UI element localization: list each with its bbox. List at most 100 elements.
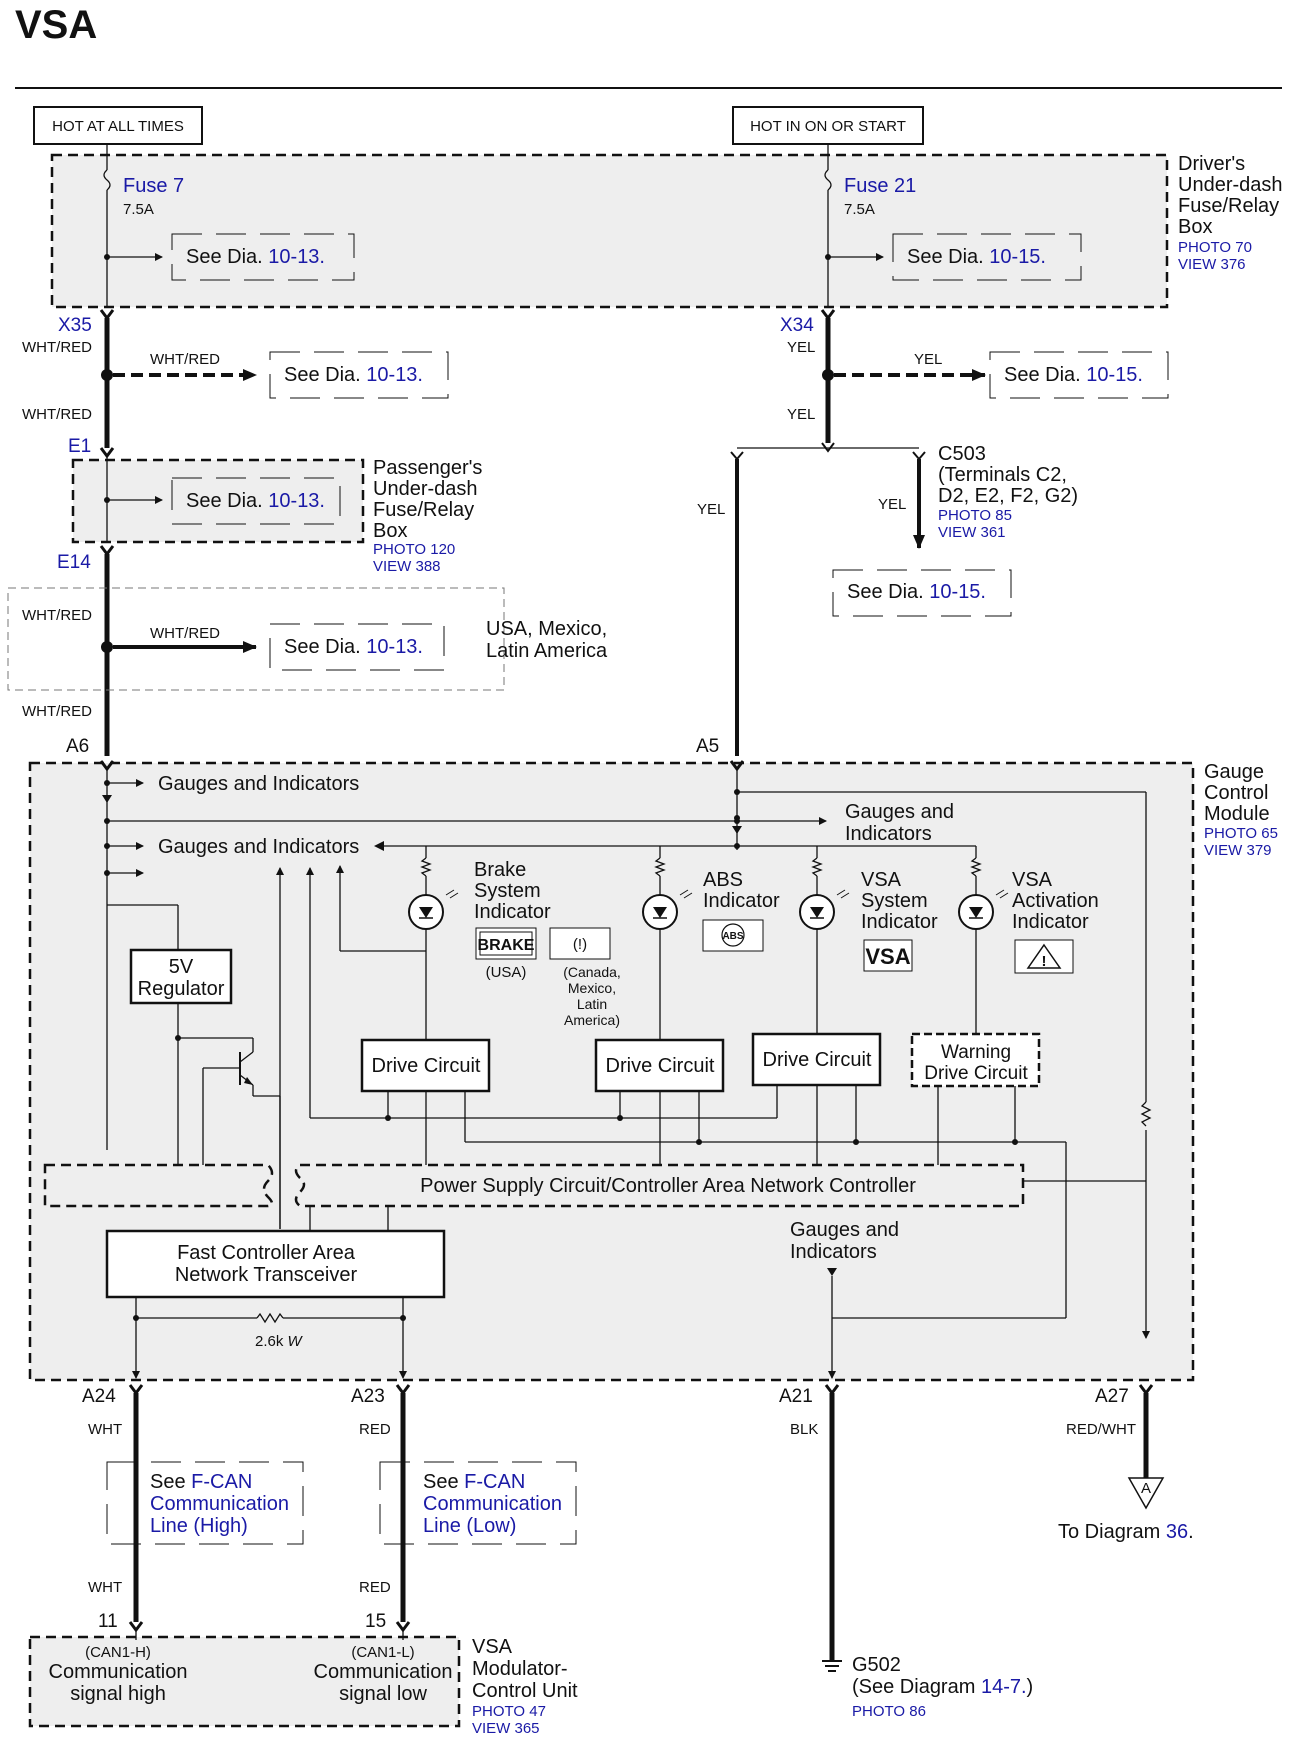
gcm-photo: PHOTO 65 bbox=[1204, 825, 1278, 842]
to-diagram: To Diagram 36. bbox=[1058, 1521, 1194, 1543]
wire-color-label: RED bbox=[359, 1579, 391, 1596]
see-dia-text: See Dia. 10-15. bbox=[1004, 364, 1143, 386]
wire-color-label: WHT/RED bbox=[22, 339, 92, 356]
gcm-line3: Module bbox=[1204, 803, 1270, 825]
see-dia-box bbox=[269, 623, 445, 671]
vsa-system-indicator-lamp bbox=[799, 846, 850, 1040]
c503-view: VIEW 361 bbox=[938, 524, 1006, 541]
gauges-label: Gauges and Indicators bbox=[158, 836, 359, 858]
region-note-line1: USA, Mexico, bbox=[486, 618, 607, 640]
wire-color-label: YEL bbox=[878, 496, 906, 513]
driver-box-view: VIEW 376 bbox=[1178, 256, 1246, 273]
vsa-can-h: (CAN1-H) bbox=[85, 1644, 151, 1661]
passenger-fuse-box bbox=[71, 458, 365, 544]
gcm-view: VIEW 379 bbox=[1204, 842, 1272, 859]
see-dia-text: See Dia. 10-13. bbox=[186, 246, 325, 268]
wire-color-label: WHT bbox=[88, 1421, 122, 1438]
fcan-low-line3: Line (Low) bbox=[423, 1515, 516, 1537]
can-transceiver bbox=[105, 1229, 446, 1299]
hot-in-on-box bbox=[732, 106, 924, 145]
driver-box-line1: Driver's bbox=[1178, 153, 1245, 175]
vsa-activation-label-line3: Indicator bbox=[1012, 911, 1089, 933]
gauges-split-line1: Gauges and bbox=[845, 801, 954, 823]
brake-alt-line2: Mexico, bbox=[568, 980, 616, 996]
vsa-system-label-line1: VSA bbox=[861, 869, 902, 891]
fuse-7-symbol bbox=[103, 169, 111, 191]
vsa-system-label-line2: System bbox=[861, 890, 928, 912]
conn-a24: A24 bbox=[82, 1386, 116, 1407]
fuse-7-rating: 7.5A bbox=[123, 201, 154, 218]
wire-color-label: YEL bbox=[787, 339, 815, 356]
5v-regulator bbox=[129, 948, 233, 1005]
vsa-can-l: (CAN1-L) bbox=[351, 1644, 414, 1661]
fcan-high-line3: Line (High) bbox=[150, 1515, 248, 1537]
c503-photo: PHOTO 85 bbox=[938, 507, 1012, 524]
power-supply-circuit-left bbox=[43, 1163, 274, 1208]
drive-circuit-label: Drive Circuit bbox=[606, 1055, 715, 1077]
c503-line1: C503 bbox=[938, 443, 986, 465]
brake-label-line3: Indicator bbox=[474, 901, 551, 923]
brake-symbol: BRAKE bbox=[478, 937, 535, 954]
fcan-low-line2: Communication bbox=[423, 1493, 562, 1515]
conn-x35: X35 bbox=[58, 315, 92, 336]
pin-15: 15 bbox=[365, 1611, 386, 1632]
regulator-line1: 5V bbox=[169, 956, 194, 978]
warning-symbol: ! bbox=[1042, 953, 1047, 970]
brake-alt-line3: Latin bbox=[577, 996, 607, 1012]
drive-circuit-label: Drive Circuit bbox=[372, 1055, 481, 1077]
see-dia-box bbox=[832, 569, 1012, 617]
abs-label-line1: ABS bbox=[703, 869, 743, 891]
see-dia-box bbox=[892, 233, 1082, 281]
vsa-activation-indicator-lamp bbox=[958, 846, 1009, 1034]
see-dia-box bbox=[989, 351, 1169, 399]
passenger-box-view: VIEW 388 bbox=[373, 558, 441, 575]
conn-e14: E14 bbox=[57, 552, 91, 573]
power-supply-circuit bbox=[294, 1163, 1025, 1208]
warning-drive-line1: Warning bbox=[941, 1042, 1011, 1063]
c503-line2: (Terminals C2, bbox=[938, 464, 1067, 486]
wire-color-label: RED bbox=[359, 1421, 391, 1438]
fuse-21-label: Fuse 21 bbox=[844, 175, 916, 197]
conn-a23: A23 bbox=[351, 1386, 385, 1407]
see-dia-box bbox=[171, 233, 355, 281]
fuse-7-label: Fuse 7 bbox=[123, 175, 184, 197]
vsa-mod-line2: Modulator- bbox=[472, 1658, 568, 1680]
fcan-high-note bbox=[106, 1461, 304, 1545]
brake-alt-symbol-box bbox=[549, 927, 611, 960]
see-dia-text: See Dia. 10-13. bbox=[284, 636, 423, 658]
vsa-activation-label-line2: Activation bbox=[1012, 890, 1099, 912]
ground-photo: PHOTO 86 bbox=[852, 1703, 926, 1720]
abs-indicator-lamp bbox=[642, 846, 693, 1040]
fuse-21-symbol bbox=[824, 169, 832, 191]
conn-a21: A21 bbox=[779, 1386, 813, 1407]
see-dia-text: See Dia. 10-13. bbox=[186, 490, 325, 512]
wire-color-label: RED/WHT bbox=[1066, 1421, 1136, 1438]
brake-label-line1: Brake bbox=[474, 859, 526, 881]
connector-a-label: A bbox=[1141, 1480, 1151, 1497]
vsa-activation-label-line1: VSA bbox=[1012, 869, 1053, 891]
wire-color-label: WHT bbox=[88, 1579, 122, 1596]
brake-indicator-lamp bbox=[336, 846, 459, 1040]
resistor-symbol bbox=[256, 1312, 284, 1324]
driver-box-line3: Fuse/Relay bbox=[1178, 195, 1279, 217]
conn-a6: A6 bbox=[66, 736, 89, 757]
transceiver-line1: Fast Controller Area bbox=[177, 1242, 356, 1264]
vsa-h-line1: Communication bbox=[49, 1661, 188, 1683]
vsa-mod-view: VIEW 365 bbox=[472, 1720, 540, 1737]
gauges-split-line2: Indicators bbox=[845, 823, 932, 845]
wire-color-label: WHT/RED bbox=[150, 351, 220, 368]
conn-x34: X34 bbox=[780, 315, 814, 336]
passenger-box-line1: Passenger's bbox=[373, 457, 482, 479]
passenger-box-line4: Box bbox=[373, 520, 407, 542]
wire-color-label: BLK bbox=[790, 1421, 818, 1438]
brake-usa-label: (USA) bbox=[486, 964, 527, 981]
passenger-box-line3: Fuse/Relay bbox=[373, 499, 474, 521]
wire-color-label: YEL bbox=[697, 501, 725, 518]
passenger-box-photo: PHOTO 120 bbox=[373, 541, 455, 558]
fcan-high-line1: See F-CAN bbox=[150, 1471, 252, 1493]
region-option-box bbox=[7, 587, 505, 691]
region-note-line2: Latin America bbox=[486, 640, 608, 662]
connector-a-symbol bbox=[1127, 1477, 1165, 1510]
hot-at-all-times-label: HOT AT ALL TIMES bbox=[52, 118, 184, 135]
